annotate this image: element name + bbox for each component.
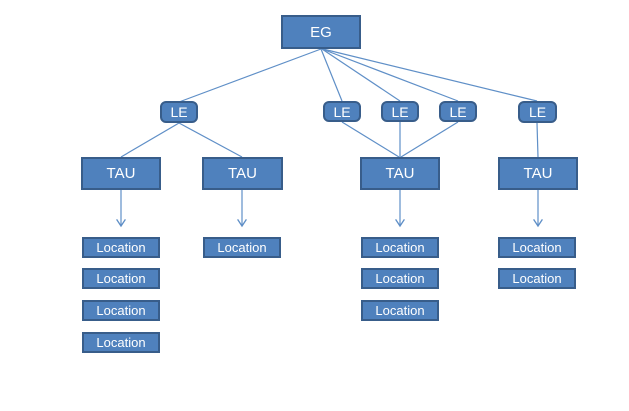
node-tau-4-label: TAU — [523, 165, 553, 182]
node-tau-4: TAU — [498, 157, 578, 190]
node-location-c4-2: Location — [498, 268, 576, 289]
connector-eg-le5 — [322, 48, 538, 102]
node-location-c1-4: Location — [82, 332, 160, 353]
node-location-c3-2-label: Location — [375, 271, 425, 286]
connector-le5-tau4 — [536, 122, 539, 158]
node-location-c1-1-label: Location — [96, 240, 146, 255]
node-eg: EG — [281, 15, 361, 49]
node-le-4: LE — [439, 101, 477, 122]
node-location-c3-3-label: Location — [375, 303, 425, 318]
connector-eg-le3 — [321, 48, 401, 102]
connector-eg-le2 — [320, 48, 343, 102]
node-le-2-label: LE — [333, 103, 351, 120]
node-le-5: LE — [518, 101, 557, 123]
node-location-c1-1: Location — [82, 237, 160, 258]
node-le-3-label: LE — [391, 103, 409, 120]
node-location-c4-1-label: Location — [512, 240, 562, 255]
connector-le2-tau3 — [341, 121, 400, 158]
connector-eg-le4 — [321, 48, 459, 102]
node-le-1: LE — [160, 101, 198, 123]
connector-eg-le1 — [178, 48, 322, 103]
node-tau-1: TAU — [81, 157, 161, 190]
node-location-c1-4-label: Location — [96, 335, 146, 350]
node-eg-label: EG — [310, 23, 332, 41]
connector-le1-tau1 — [120, 122, 180, 158]
connector-le4-tau3 — [400, 121, 459, 158]
node-location-c3-2: Location — [361, 268, 439, 289]
node-le-1-label: LE — [170, 104, 188, 120]
node-tau-3-label: TAU — [385, 165, 415, 182]
node-le-3: LE — [381, 101, 419, 122]
node-location-c2-1-label: Location — [217, 240, 267, 255]
node-le-4-label: LE — [449, 103, 467, 120]
node-tau-2-label: TAU — [228, 165, 257, 182]
node-location-c1-3-label: Location — [96, 303, 146, 318]
node-location-c4-1: Location — [498, 237, 576, 258]
node-location-c3-1: Location — [361, 237, 439, 258]
node-le-5-label: LE — [528, 104, 547, 120]
connector-le1-tau2 — [178, 122, 243, 158]
node-location-c1-3: Location — [82, 300, 160, 321]
node-location-c1-2-label: Location — [96, 271, 146, 286]
node-le-2: LE — [323, 101, 361, 122]
node-location-c1-2: Location — [82, 268, 160, 289]
node-tau-2: TAU — [202, 157, 283, 190]
node-tau-1-label: TAU — [106, 165, 136, 182]
node-location-c3-1-label: Location — [375, 240, 425, 255]
node-location-c2-1: Location — [203, 237, 281, 258]
node-tau-3: TAU — [360, 157, 440, 190]
node-location-c3-3: Location — [361, 300, 439, 321]
node-location-c4-2-label: Location — [512, 271, 562, 286]
